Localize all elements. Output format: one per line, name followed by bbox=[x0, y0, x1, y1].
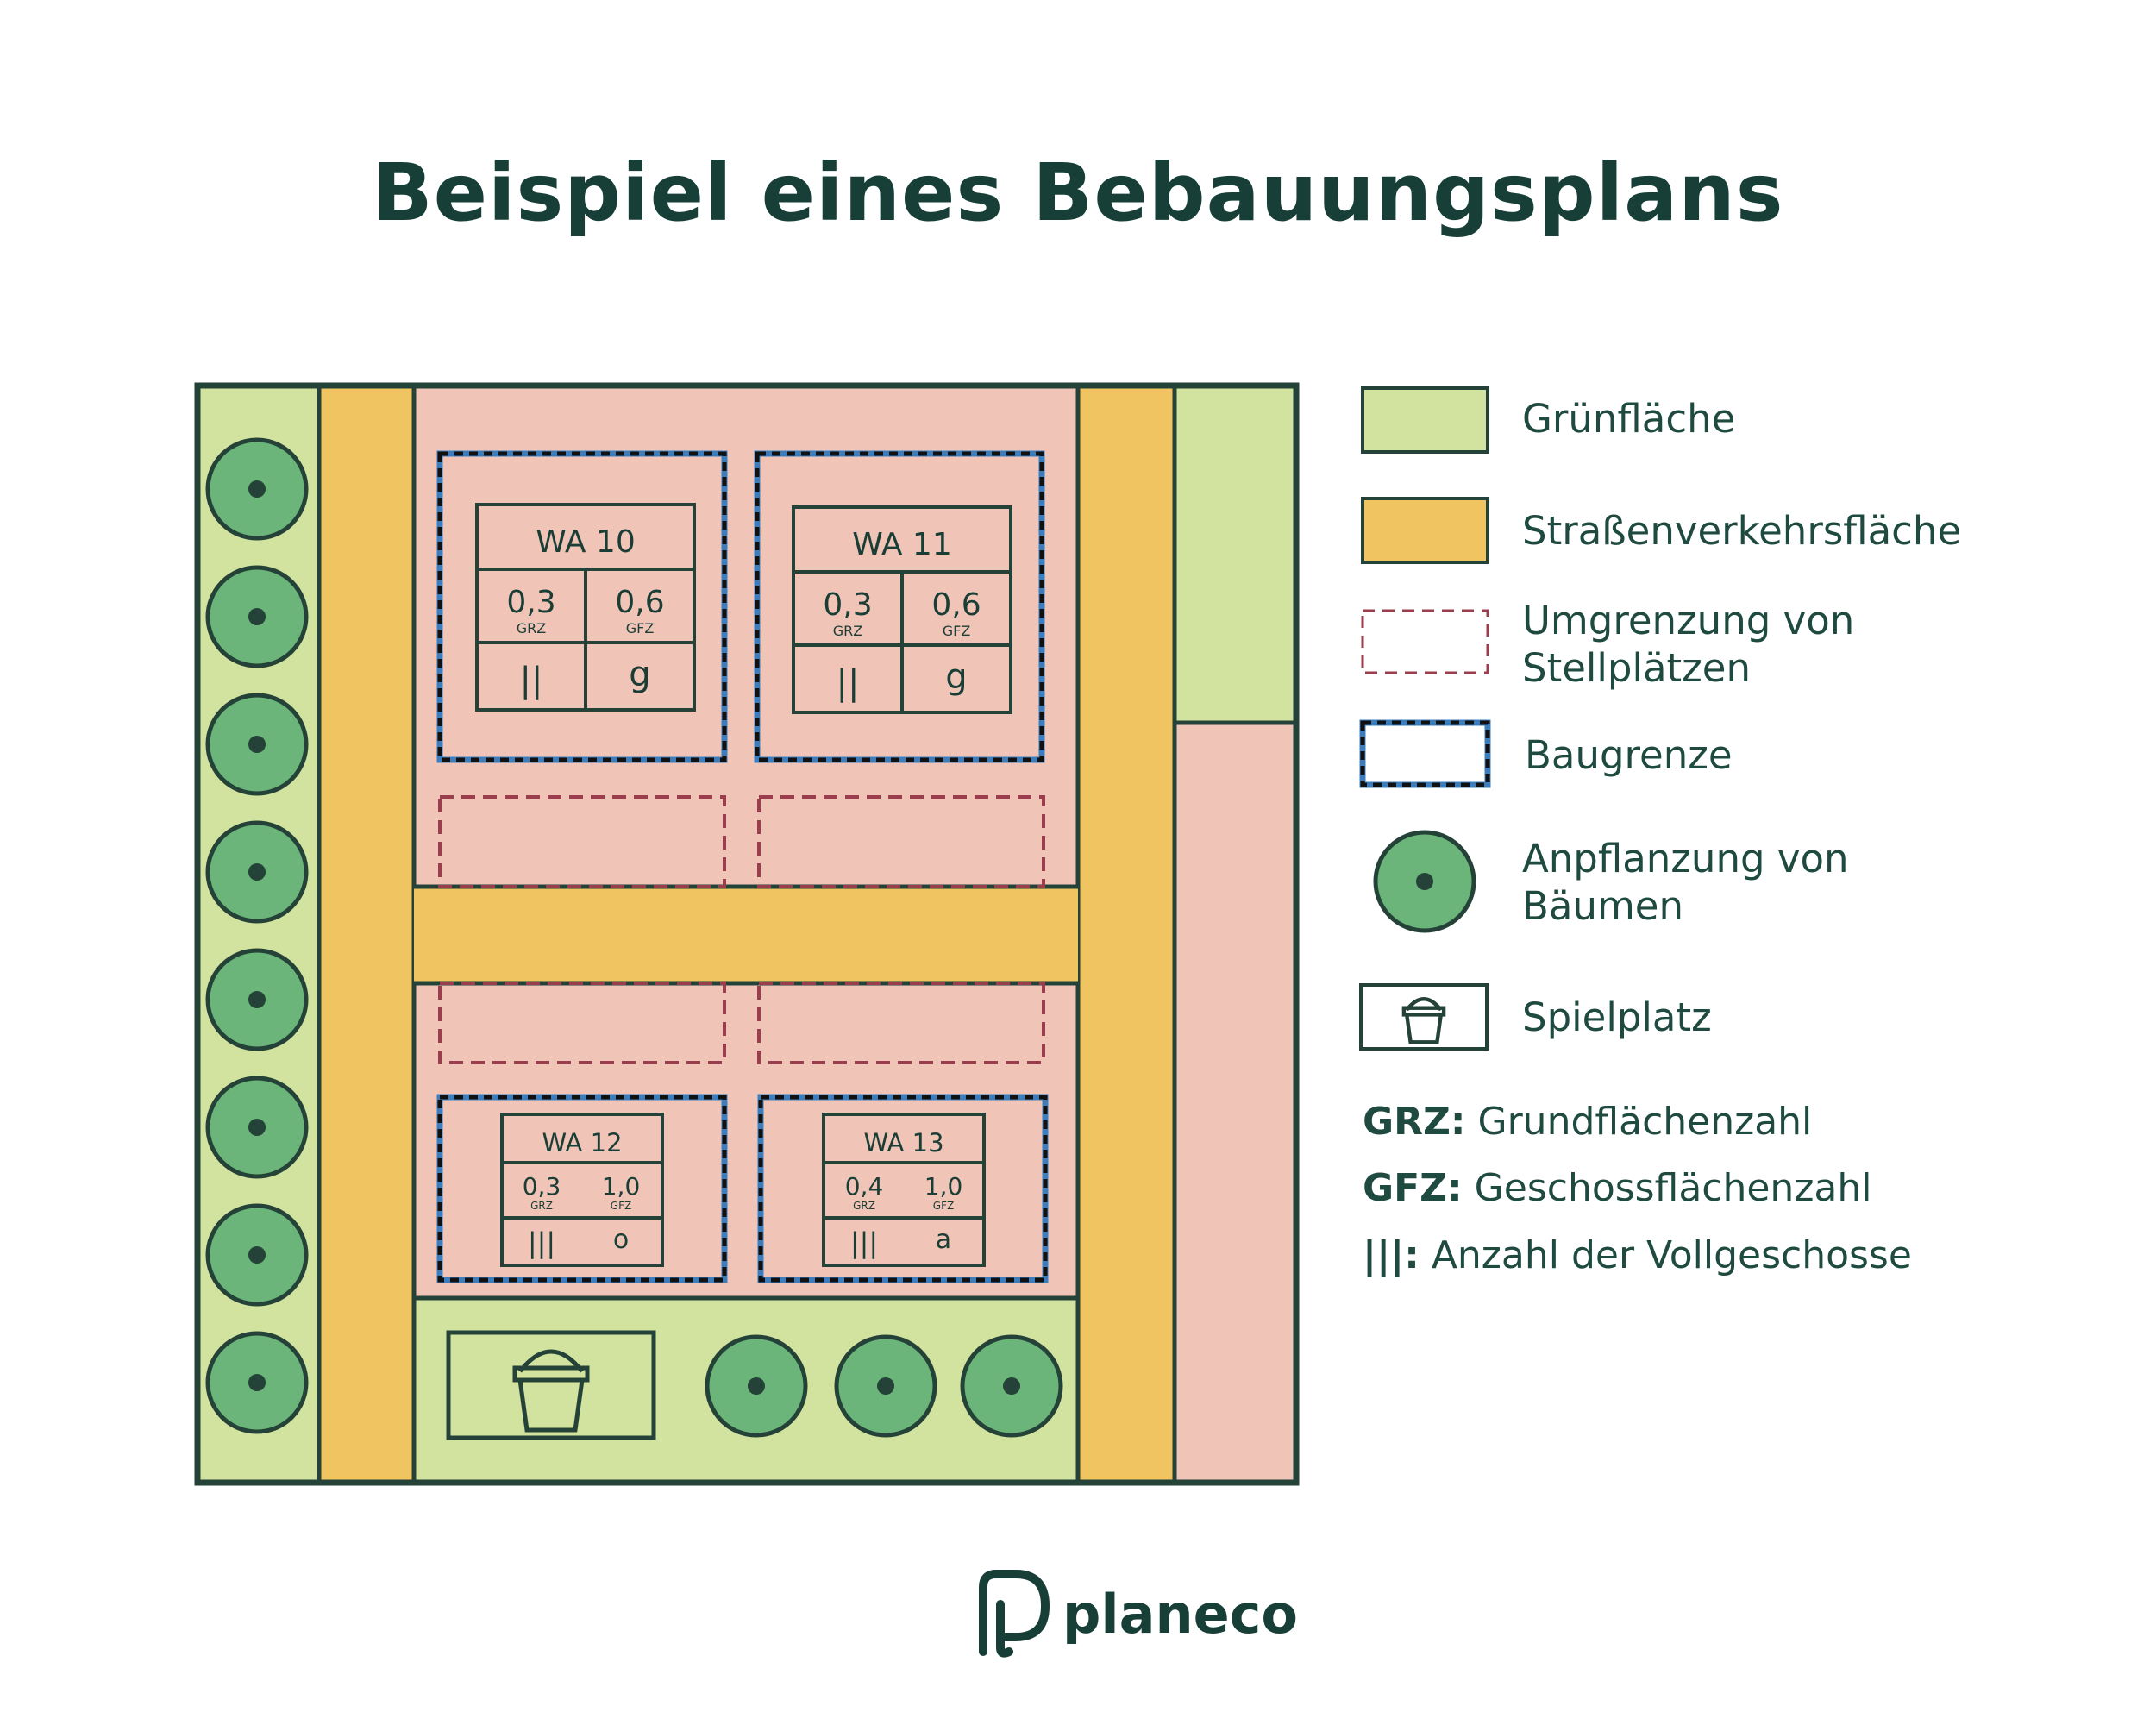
strasse-left bbox=[317, 384, 417, 1484]
stellplatz-1 bbox=[438, 795, 726, 888]
legend-label-stellplatz: Umgrenzung von Stellplätzen bbox=[1522, 598, 1855, 691]
stellplaetze bbox=[438, 795, 1045, 1064]
tree-icon bbox=[208, 950, 306, 1049]
tree-icon bbox=[208, 1078, 306, 1176]
legend-swatch-baugrenze bbox=[1359, 719, 1491, 788]
wa11-gfz: 0,6 bbox=[931, 587, 981, 623]
planeco-logo-icon bbox=[979, 1570, 1050, 1658]
wa12-grz-label: GRZ bbox=[530, 1200, 553, 1212]
legend-label-baeume: Anpflanzung von Bäumen bbox=[1522, 836, 1849, 929]
wa12-gfz-label: GFZ bbox=[611, 1200, 631, 1212]
wa-table-13 bbox=[822, 1113, 986, 1267]
legend-swatch-stellplatz bbox=[1361, 609, 1489, 674]
wa10-gfz-label: GFZ bbox=[626, 620, 655, 637]
wa10-geschosse: || bbox=[520, 661, 543, 700]
tree-icon bbox=[962, 1337, 1061, 1435]
spielplatz bbox=[446, 1330, 656, 1440]
legend-label-spielplatz: Spielplatz bbox=[1522, 994, 1712, 1040]
legend-swatch-spielplatz bbox=[1359, 983, 1489, 1051]
wa11-grz: 0,3 bbox=[823, 587, 872, 623]
wa-table-11 bbox=[792, 505, 1012, 714]
page-title: Beispiel eines Bebauungsplans bbox=[372, 147, 1784, 239]
bauflaeche-bottom bbox=[411, 981, 1081, 1301]
wa13-gfz: 1,0 bbox=[924, 1172, 963, 1201]
tree-icon bbox=[208, 1206, 306, 1304]
gruenflaeche-left bbox=[196, 384, 322, 1484]
wa11-gfz-label: GFZ bbox=[943, 623, 971, 639]
abbr-gfz: GFZ: Geschossflächenzahl bbox=[1363, 1166, 1872, 1210]
bauflaeche-top bbox=[411, 384, 1081, 889]
brand-name: planeco bbox=[1062, 1583, 1299, 1646]
wa-table-12 bbox=[500, 1113, 664, 1267]
tree-icon bbox=[1376, 832, 1474, 931]
wa10-name: WA 10 bbox=[536, 524, 636, 560]
wa11-name: WA 11 bbox=[852, 527, 952, 562]
stellplatz-2 bbox=[757, 795, 1045, 888]
wa11-grz-label: GRZ bbox=[833, 623, 863, 639]
wa12-bauweise: o bbox=[613, 1225, 629, 1255]
wa13-grz: 0,4 bbox=[845, 1172, 884, 1201]
wa-table-10 bbox=[475, 503, 696, 712]
wa10-grz: 0,3 bbox=[506, 585, 555, 620]
tree-icon bbox=[208, 440, 306, 538]
abbr-vollgeschosse-text: Anzahl der Vollgeschosse bbox=[1431, 1233, 1912, 1277]
wa10-gfz: 0,6 bbox=[615, 585, 664, 620]
wa12-geschosse: ||| bbox=[528, 1226, 555, 1259]
wa13-grz-label: GRZ bbox=[853, 1200, 875, 1212]
gruenflaeche-right bbox=[1172, 384, 1298, 725]
bucket-icon bbox=[1401, 997, 1446, 1044]
legend-swatch-gruenflaeche bbox=[1361, 386, 1489, 454]
baugrenzen bbox=[436, 450, 1049, 1283]
abbr-grz-text: Grundflächenzahl bbox=[1477, 1100, 1813, 1144]
wa12-grz: 0,3 bbox=[523, 1172, 561, 1201]
abbr-gfz-key: GFZ: bbox=[1363, 1166, 1463, 1210]
wa13-bauweise: a bbox=[936, 1225, 951, 1255]
wa10-grz-label: GRZ bbox=[517, 620, 547, 637]
tree-icon bbox=[208, 695, 306, 794]
wa13-geschosse: ||| bbox=[850, 1226, 878, 1259]
tree-icon bbox=[208, 568, 306, 666]
stellplatz-3 bbox=[438, 982, 726, 1064]
legend-label-gruenflaeche: Grünfläche bbox=[1522, 396, 1736, 442]
wa12-gfz: 1,0 bbox=[602, 1172, 641, 1201]
wa11-bauweise: g bbox=[945, 657, 967, 697]
tree-icon bbox=[208, 823, 306, 921]
stellplatz-4 bbox=[757, 982, 1045, 1064]
tree-icon bbox=[707, 1337, 805, 1435]
plan-border bbox=[194, 382, 1300, 1486]
legend-swatch-strasse bbox=[1361, 497, 1489, 564]
abbr-grz-key: GRZ: bbox=[1363, 1100, 1466, 1144]
wa10-bauweise: g bbox=[629, 655, 650, 694]
wa12-name: WA 12 bbox=[542, 1128, 622, 1157]
wa13-gfz-label: GFZ bbox=[933, 1200, 954, 1212]
tree-icon bbox=[208, 1333, 306, 1432]
strasse-right bbox=[1075, 384, 1177, 1484]
bauflaeche-right bbox=[1172, 720, 1298, 1484]
abbr-vollgeschosse: |||: Anzahl der Vollgeschosse bbox=[1363, 1233, 1912, 1277]
abbr-grz: GRZ: Grundflächenzahl bbox=[1363, 1100, 1812, 1144]
tree-icon bbox=[837, 1337, 935, 1435]
legend-label-baugrenze: Baugrenze bbox=[1525, 732, 1733, 778]
strasse-middle bbox=[414, 887, 1078, 983]
wa13-name: WA 13 bbox=[863, 1128, 943, 1157]
abbr-vollgeschosse-key: |||: bbox=[1363, 1233, 1420, 1277]
legend-label-strasse: Straßenverkehrsfläche bbox=[1522, 508, 1962, 554]
wa11-geschosse: || bbox=[837, 663, 860, 703]
abbr-gfz-text: Geschossflächenzahl bbox=[1474, 1166, 1872, 1210]
